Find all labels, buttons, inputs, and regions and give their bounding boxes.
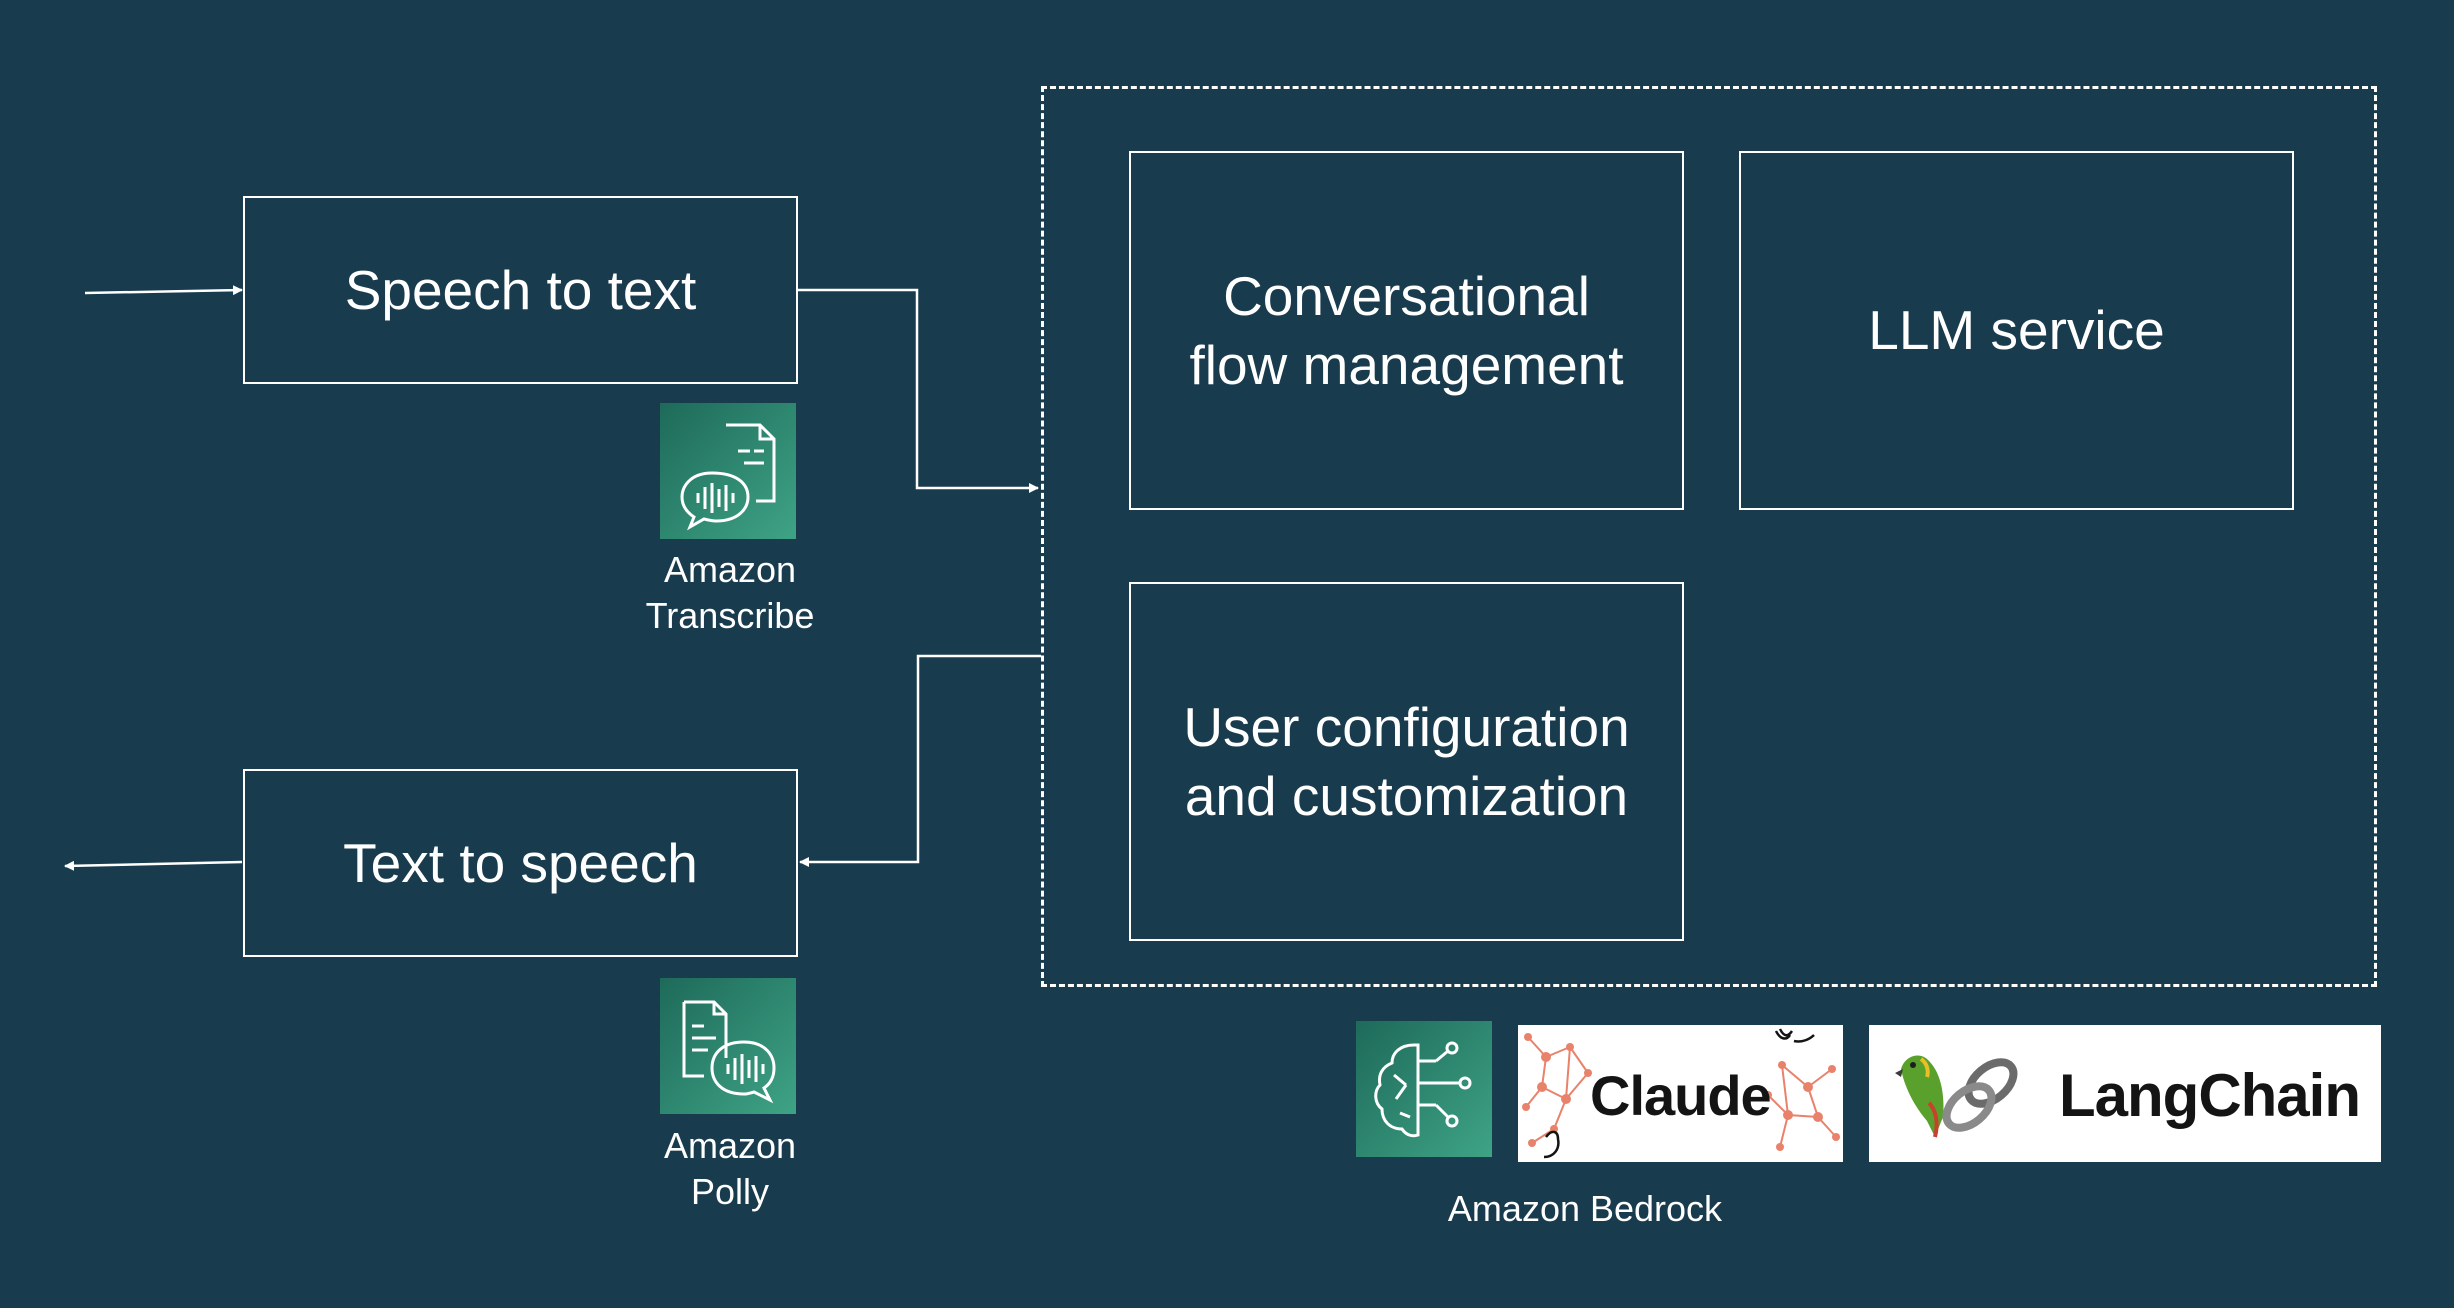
speech-to-text-node: Speech to text (243, 196, 798, 384)
group-to-tts-arrow (799, 654, 1041, 867)
claude-network-graphic (1522, 1028, 1840, 1159)
parrot-icon (1895, 1055, 2018, 1138)
transcribe-label: Amazon Transcribe (645, 549, 815, 637)
stt-to-group-arrow (798, 288, 1039, 493)
llm-service-node: LLM service (1739, 151, 2294, 510)
transcribe-icon (660, 403, 796, 539)
polly-label: Amazon Polly (663, 1125, 797, 1213)
claude-logo: Claude (1518, 1025, 1843, 1162)
conversational-flow-node: Conversational flow management (1129, 151, 1684, 510)
polly-icon (660, 978, 796, 1114)
user-config-node: User configuration and customization (1129, 582, 1684, 941)
application-group (1041, 86, 2377, 987)
bedrock-icon (1356, 1021, 1492, 1157)
output-arrow (64, 860, 243, 871)
bedrock-label: Amazon Bedrock (1447, 1188, 1723, 1229)
langchain-logo: LangChain (1869, 1025, 2381, 1162)
text-to-speech-node: Text to speech (243, 769, 798, 957)
input-arrow (84, 285, 243, 296)
langchain-wordmark: LangChain (2059, 1062, 2361, 1129)
claude-wordmark: Claude (1590, 1064, 1772, 1127)
